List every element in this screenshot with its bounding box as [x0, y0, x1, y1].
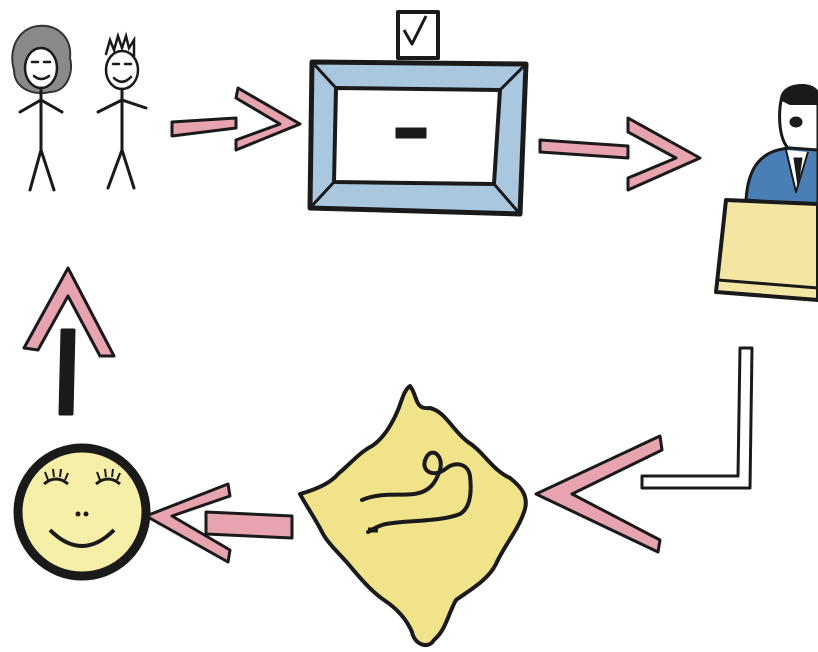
man-figure: [98, 36, 146, 188]
arrow-face-to-voters: [24, 268, 114, 414]
ballot-box-icon: [310, 12, 526, 214]
woman-figure: [12, 26, 71, 190]
arrow-voters-to-box: [172, 88, 300, 150]
country-map-icon: [300, 386, 526, 645]
official-icon: [716, 85, 818, 300]
arrow-official-to-country: [536, 348, 752, 552]
arrow-country-to-face: [146, 484, 292, 562]
voters-icon: [12, 26, 146, 190]
smiling-face-icon: [18, 448, 146, 576]
arrow-box-to-official: [540, 118, 700, 190]
